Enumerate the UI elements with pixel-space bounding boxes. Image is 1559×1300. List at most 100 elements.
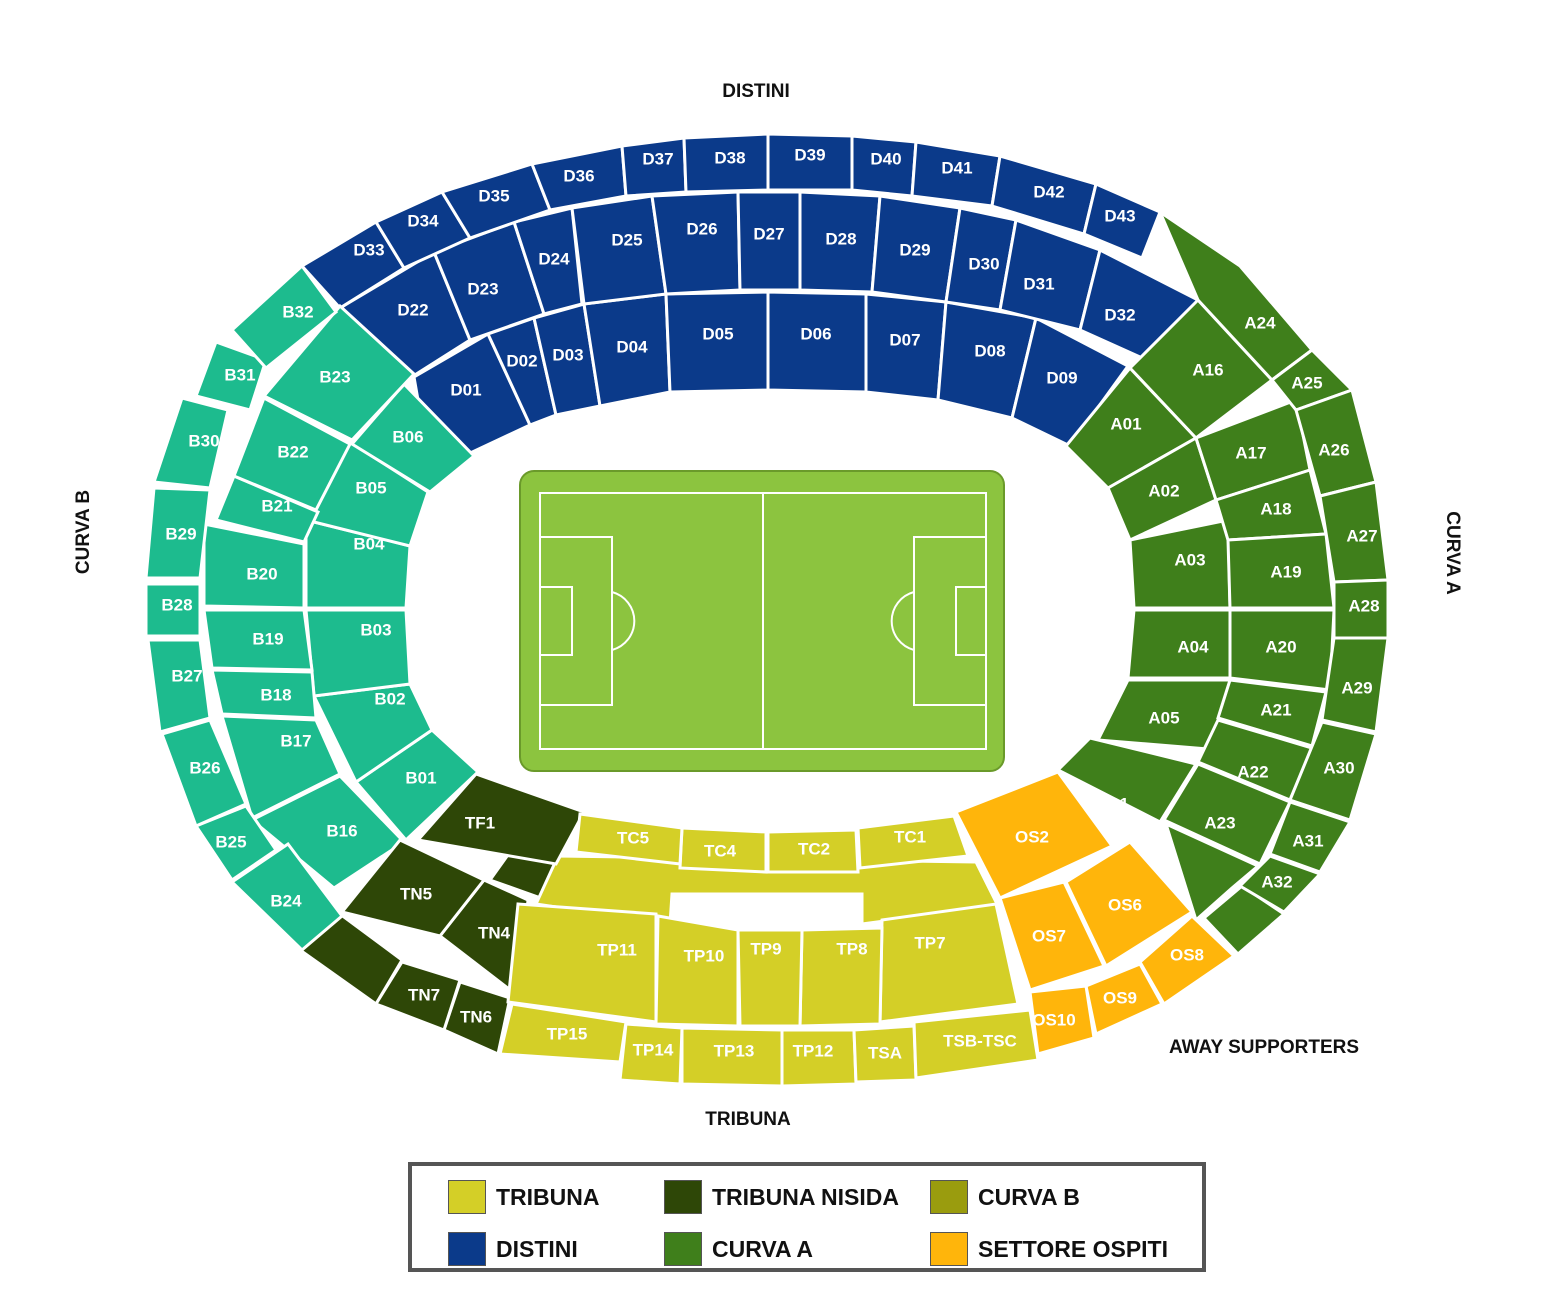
section-shape[interactable] — [998, 880, 1107, 992]
section-d40[interactable]: D40 — [850, 134, 918, 198]
section-b29[interactable]: B29 — [144, 486, 212, 580]
section-shape[interactable] — [232, 395, 353, 512]
section-tc2[interactable]: TC2 — [766, 828, 860, 874]
section-tp13[interactable]: TP13 — [680, 1026, 784, 1088]
section-d38[interactable]: D38 — [682, 132, 770, 194]
section-d07[interactable]: D07 — [864, 292, 948, 402]
section-shape[interactable] — [912, 1008, 1040, 1080]
section-d37[interactable]: D37 — [620, 136, 688, 198]
section-shape[interactable] — [415, 772, 587, 866]
section-shape[interactable] — [798, 926, 884, 1028]
section-shape[interactable] — [229, 263, 339, 371]
section-shape[interactable] — [1237, 854, 1323, 914]
section-shape[interactable] — [1288, 720, 1378, 822]
section-tp10[interactable]: TP10 — [654, 914, 740, 1028]
section-shape[interactable] — [654, 914, 740, 1028]
section-d04[interactable]: D04 — [582, 292, 672, 408]
section-block-curva-a-4[interactable] — [1163, 821, 1261, 923]
section-shape[interactable] — [144, 486, 212, 580]
section-d41[interactable]: D41 — [910, 140, 1002, 208]
section-tsb-tsc[interactable]: TSB-TSC — [912, 1008, 1040, 1080]
section-shape[interactable] — [373, 960, 462, 1032]
section-a19[interactable]: A19 — [1226, 532, 1336, 610]
section-shape[interactable] — [910, 140, 1002, 208]
section-tp9[interactable]: TP9 — [736, 928, 804, 1028]
section-shape[interactable] — [498, 1002, 628, 1064]
section-b19[interactable]: B19 — [202, 608, 314, 672]
section-b03[interactable]: B03 — [304, 608, 412, 698]
section-shape[interactable] — [736, 928, 804, 1028]
section-tp8[interactable]: TP8 — [798, 926, 884, 1028]
section-shape[interactable] — [160, 718, 248, 829]
section-d27[interactable]: D27 — [736, 190, 802, 292]
section-shape[interactable] — [798, 190, 882, 294]
section-d39[interactable]: D39 — [766, 132, 854, 192]
section-tc4[interactable]: TC4 — [678, 826, 768, 874]
section-shape[interactable] — [878, 902, 1020, 1024]
section-shape[interactable] — [736, 190, 802, 292]
section-d26[interactable]: D26 — [650, 190, 742, 296]
section-tsa[interactable]: TSA — [852, 1024, 918, 1084]
section-shape[interactable] — [512, 206, 584, 316]
section-d25[interactable]: D25 — [570, 194, 668, 306]
section-shape[interactable] — [582, 292, 672, 408]
section-a20[interactable]: A20 — [1228, 608, 1336, 692]
section-shape[interactable] — [219, 714, 342, 821]
section-tp11[interactable]: TP11 — [506, 902, 658, 1024]
section-shape[interactable] — [1126, 608, 1232, 680]
section-shape[interactable] — [1226, 532, 1336, 610]
section-shape[interactable] — [144, 582, 202, 638]
section-shape[interactable] — [194, 340, 268, 412]
section-shape[interactable] — [339, 838, 487, 938]
section-d28[interactable]: D28 — [798, 190, 882, 294]
section-shape[interactable] — [852, 1024, 918, 1084]
section-shape[interactable] — [1228, 608, 1336, 692]
section-shape[interactable] — [650, 190, 742, 296]
section-shape[interactable] — [146, 638, 212, 734]
section-shape[interactable] — [570, 194, 668, 306]
section-shape[interactable] — [682, 132, 770, 194]
section-shape[interactable] — [506, 902, 658, 1024]
section-shape[interactable] — [1320, 636, 1390, 734]
section-shape[interactable] — [766, 132, 854, 192]
section-b30[interactable]: B30 — [151, 396, 230, 490]
section-shape[interactable] — [1055, 736, 1199, 824]
section-shape[interactable] — [766, 828, 860, 874]
section-shape[interactable] — [1082, 181, 1162, 260]
section-shape[interactable] — [780, 1028, 858, 1088]
section-d06[interactable]: D06 — [766, 290, 868, 394]
section-shape[interactable] — [529, 144, 628, 212]
section-shape[interactable] — [680, 1026, 784, 1088]
section-shape[interactable] — [1064, 840, 1195, 969]
section-a27[interactable]: A27 — [1318, 480, 1390, 584]
section-shape[interactable] — [261, 303, 417, 442]
section-shape[interactable] — [202, 608, 314, 672]
section-tp14[interactable]: TP14 — [618, 1022, 684, 1086]
section-d05[interactable]: D05 — [664, 290, 770, 394]
section-shape[interactable] — [618, 1022, 684, 1086]
section-shape[interactable] — [1084, 962, 1165, 1037]
section-shape[interactable] — [213, 474, 321, 544]
section-tp7[interactable]: TP7 — [878, 902, 1020, 1024]
section-shape[interactable] — [850, 134, 918, 198]
section-shape[interactable] — [229, 841, 345, 953]
section-d29[interactable]: D29 — [870, 194, 962, 304]
section-tp12[interactable]: TP12 — [780, 1028, 858, 1088]
section-shape[interactable] — [870, 194, 962, 304]
section-shape[interactable] — [953, 770, 1115, 900]
section-b18[interactable]: B18 — [210, 668, 318, 720]
section-os10[interactable]: OS10 — [1028, 984, 1096, 1056]
section-shape[interactable] — [1318, 480, 1390, 584]
section-shape[interactable] — [678, 826, 768, 874]
section-shape[interactable] — [856, 814, 971, 870]
section-shape[interactable] — [574, 812, 684, 866]
section-b27[interactable]: B27 — [146, 638, 212, 734]
section-shape[interactable] — [766, 290, 868, 394]
section-shape[interactable] — [664, 290, 770, 394]
section-shape[interactable] — [1028, 984, 1096, 1056]
section-shape[interactable] — [202, 522, 306, 610]
section-a04[interactable]: A04 — [1126, 608, 1232, 680]
section-shape[interactable] — [1268, 800, 1353, 874]
section-shape[interactable] — [210, 668, 318, 720]
section-b28[interactable]: B28 — [144, 582, 202, 638]
